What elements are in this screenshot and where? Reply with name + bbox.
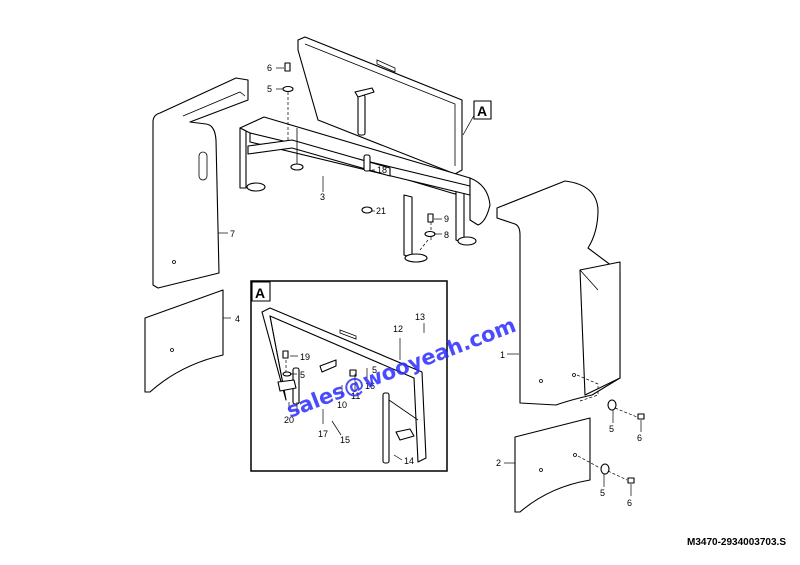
gas-strut — [354, 87, 375, 172]
label-18: 18 — [377, 165, 387, 175]
drawing-code: M3470-2934003703.S — [687, 537, 786, 548]
label-13: 13 — [415, 312, 425, 322]
label-21: 21 — [376, 206, 386, 216]
label-5-right-b: 5 — [600, 488, 605, 498]
label-5-detail-right: 5 — [372, 365, 377, 375]
side-panel-left — [152, 77, 249, 289]
part-labels: 1 2 3 4 5 5 5 5 5 6 6 6 7 8 9 10 11 12 1… — [230, 63, 642, 508]
label-12: 12 — [393, 324, 403, 334]
label-10: 10 — [337, 400, 347, 410]
label-17: 17 — [318, 429, 328, 439]
base-frame — [239, 116, 491, 263]
lower-plate-left — [144, 289, 231, 393]
hinged-lid — [297, 36, 463, 175]
fasteners-right — [600, 399, 645, 496]
label-5-top: 5 — [267, 84, 272, 94]
label-8: 8 — [444, 230, 449, 240]
fasteners-top — [276, 62, 442, 251]
side-panel-right — [496, 180, 621, 406]
detail-ref-letter: A — [477, 103, 487, 119]
lower-plate-right — [504, 417, 601, 513]
label-9: 9 — [444, 214, 449, 224]
detail-letter: A — [255, 285, 265, 301]
label-20: 20 — [284, 415, 294, 425]
label-1: 1 — [500, 350, 505, 360]
label-11: 11 — [351, 391, 360, 401]
label-15: 15 — [340, 435, 350, 445]
label-19: 19 — [300, 352, 310, 362]
label-3: 3 — [320, 192, 325, 202]
label-6-right-b: 6 — [627, 498, 632, 508]
label-16: 16 — [365, 381, 375, 391]
label-14: 14 — [404, 456, 414, 466]
label-7: 7 — [230, 229, 235, 239]
label-2: 2 — [496, 458, 501, 468]
label-5-right-a: 5 — [609, 424, 614, 434]
detail-reference-marker — [462, 100, 492, 136]
label-6-top: 6 — [267, 63, 272, 73]
label-4: 4 — [235, 314, 240, 324]
detail-box — [250, 280, 448, 472]
label-6-right-a: 6 — [637, 433, 642, 443]
label-5-detail: 5 — [300, 370, 305, 380]
